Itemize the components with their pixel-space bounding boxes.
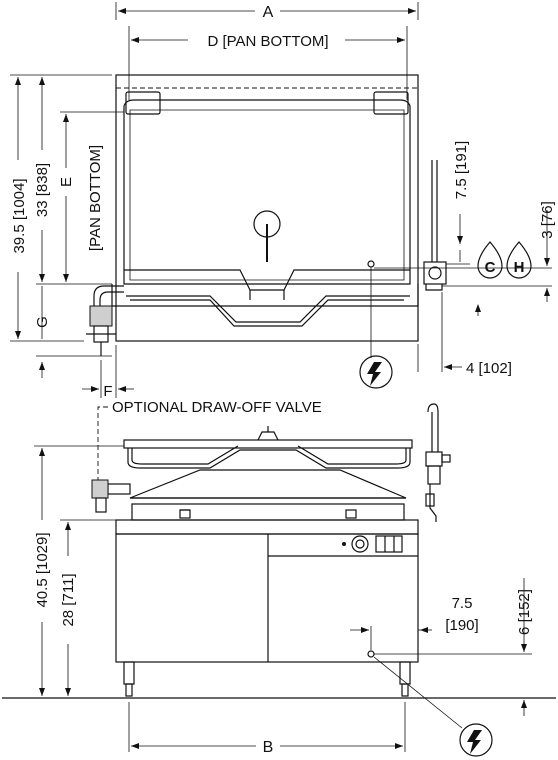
cabinet-body (115, 533, 419, 663)
dim-faucet-label: 7.5 [191] (453, 141, 470, 199)
draw-off-valve-front (91, 479, 131, 513)
dim-height-28-label: 28 [711] (60, 573, 77, 626)
electrical-inlet-top (367, 260, 375, 268)
dim-overall-depth-label: 39.5 [1004] (11, 178, 28, 253)
faucet-front (425, 403, 451, 522)
front-view: OPTIONAL DRAW-OFF VALVE (2, 399, 556, 757)
dim-6: 6 [152] (374, 578, 533, 716)
dim-e: E [PAN BOTTOM] (58, 111, 124, 282)
dim-d: D [PAN BOTTOM] (128, 26, 408, 100)
dim-4-label: 4 [102] (466, 360, 512, 377)
kettle-pan-front (123, 426, 413, 521)
lid-knob-front (257, 431, 279, 441)
dim-3-label: 3 [76] (539, 201, 556, 239)
cabinet (115, 519, 419, 663)
dim-7-5: 7.5 [190] (350, 595, 479, 650)
dim-a-label: A (263, 4, 274, 21)
electrical-connection-icon-front (459, 723, 493, 757)
cold-water-label: C (485, 259, 496, 276)
dim-e-label: E (58, 177, 75, 187)
right-pivot-block (373, 91, 409, 115)
dim-7-5-label: 7.5 (452, 595, 473, 612)
dim-4: 4 [102] (417, 292, 512, 377)
dim-d-label: D [PAN BOTTOM] (207, 33, 328, 50)
legs (123, 661, 411, 697)
dim-faucet: 7.5 [191] (446, 141, 470, 265)
dim-g: G (34, 286, 112, 378)
left-pivot-block (125, 91, 161, 115)
dim-depth-33: 33 [838] (34, 77, 112, 285)
dim-g-label: G (34, 316, 51, 328)
dim-overall-depth: 39.5 [1004] (10, 74, 112, 342)
dim-height-40: 40.5 [1029] (34, 445, 124, 696)
control-knob (351, 535, 369, 553)
dim-6-label: 6 [152] (516, 589, 533, 635)
dim-e-note: [PAN BOTTOM] (87, 145, 104, 251)
faucet-top (423, 160, 447, 291)
dim-b: B (128, 702, 406, 756)
dim-3: 3 [76] (374, 201, 556, 302)
dim-f: F (82, 345, 134, 400)
valve-callout-label: OPTIONAL DRAW-OFF VALVE (112, 399, 322, 416)
dim-a: A (115, 2, 419, 21)
control-switches (375, 535, 403, 553)
kettle-top-outline (115, 74, 419, 342)
dim-depth-33-label: 33 [838] (34, 163, 51, 217)
electrical-connection-icon (359, 355, 393, 389)
water-symbols: C H (477, 241, 532, 279)
dim-f-label: F (103, 383, 112, 400)
cold-water-drop-icon (477, 241, 503, 279)
pan-outline (123, 99, 411, 285)
dim-b-label: B (263, 739, 274, 756)
electrical-inlet-front (367, 650, 375, 658)
draw-off-valve-top (86, 285, 124, 356)
dim-190-label: [190] (445, 617, 478, 634)
dim-height-40-label: 40.5 [1029] (34, 532, 51, 607)
top-view: A D [PAN BOTTOM] (10, 2, 556, 400)
dim-height-28: 28 [711] (60, 519, 116, 696)
hot-water-drop-icon (506, 241, 532, 279)
hot-water-label: H (514, 259, 525, 276)
